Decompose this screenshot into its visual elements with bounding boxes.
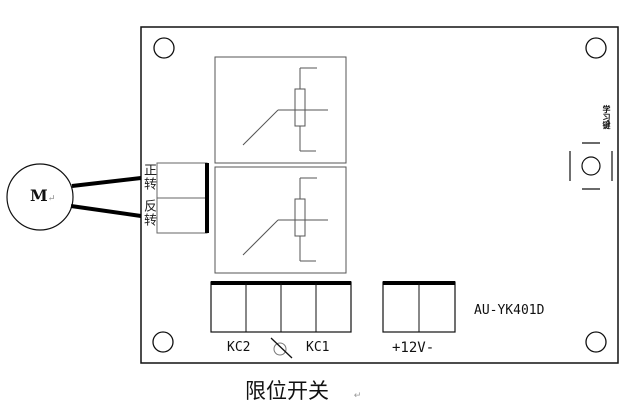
motor-wire-forward xyxy=(71,176,142,188)
power-label: +12V- xyxy=(392,340,435,356)
paragraph-mark: ↵ xyxy=(47,194,56,204)
limit-switch-terminal-block xyxy=(210,281,352,333)
motor-letter: M xyxy=(30,186,48,205)
motor-circle xyxy=(6,163,74,231)
mounting-hole-top-right xyxy=(585,37,607,59)
relay-2 xyxy=(214,166,347,274)
caption-paragraph-mark: ↵ xyxy=(353,391,362,401)
kc2-label: KC2 xyxy=(227,340,251,355)
learn-key-label: 学习键 xyxy=(602,105,611,129)
forward-label: 正转 xyxy=(141,163,156,191)
board-outline xyxy=(140,26,619,364)
learn-button[interactable] xyxy=(569,142,613,190)
relay-1 xyxy=(214,56,347,164)
motor-wire-reverse xyxy=(70,204,142,218)
motor-terminal-block xyxy=(156,162,209,234)
kc1-label: KC1 xyxy=(306,340,330,355)
model-label: AU-YK401D xyxy=(474,303,545,318)
power-terminal-block xyxy=(382,281,456,333)
mounting-hole-top-left xyxy=(153,37,175,59)
limit-switch-symbol xyxy=(270,337,293,359)
motor-label: M↵ xyxy=(30,186,55,205)
caption-text: 限位开关 xyxy=(245,379,329,403)
caption: 限位开关 ↵ xyxy=(245,375,361,405)
mounting-hole-bottom-right xyxy=(585,331,607,353)
reverse-label: 反转 xyxy=(141,199,156,227)
mounting-hole-bottom-left xyxy=(152,331,174,353)
